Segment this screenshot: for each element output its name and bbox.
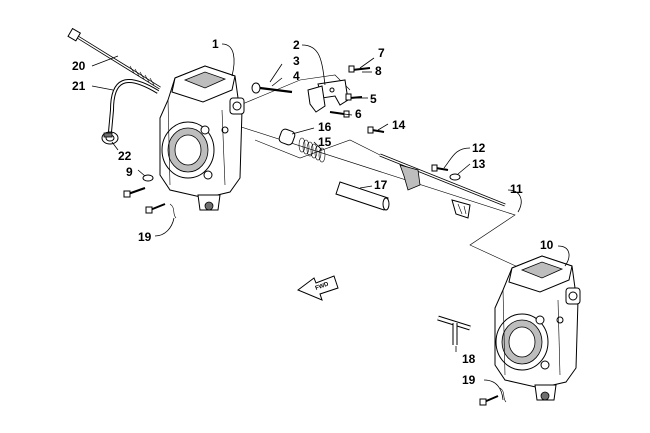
callout-21: 21 [72,79,86,93]
callout-11: 11 [510,182,523,196]
leader-14 [377,123,389,131]
callout-14: 14 [392,118,406,132]
callout-12: 12 [472,141,486,155]
leader-15 [313,141,323,151]
throttle-spring [278,128,326,163]
forward-arrow: FWD [297,275,339,301]
leader-19b [483,379,504,401]
tee-fitting [437,315,471,345]
leader-7 [359,57,375,69]
vent-hose [108,79,160,133]
leader-22 [111,141,119,151]
leader-16 [291,127,315,135]
callout-5: 5 [370,92,377,106]
long-screw [67,27,161,90]
forward-arrow-label: FWD [315,281,331,292]
callout-9: 9 [126,165,133,179]
callout-1: 1 [212,37,219,51]
leader-19a [154,217,175,237]
leader-1 [221,43,235,77]
callout-15: 15 [318,135,332,149]
assembly-outline [234,74,521,269]
leader-12 [443,147,471,169]
callout-18: 18 [462,352,476,366]
callout-19-lower: 19 [462,373,476,387]
carburetor-upper [159,65,245,211]
leader-2 [301,44,326,86]
leader-21 [91,85,114,91]
callout-17: 17 [374,178,388,192]
throttle-shaft [367,126,506,219]
leader-20 [91,55,119,67]
bracket-screws [251,65,371,118]
carb-screws-lower [479,387,507,406]
callout-19-upper: 19 [138,230,152,244]
leader-10 [557,245,570,267]
callout-8: 8 [375,64,382,78]
callout-labels: 1 2 3 4 5 6 7 8 9 10 11 12 13 14 15 16 1… [72,37,554,387]
outline-line-main [234,124,521,269]
carb-screws-upper [123,174,177,219]
throttle-sleeve [335,181,390,211]
callout-10: 10 [540,238,554,252]
callout-2: 2 [293,38,300,52]
callout-20: 20 [72,59,86,73]
callout-3: 3 [293,54,300,68]
callout-6: 6 [355,107,362,121]
leader-9 [137,169,146,177]
callout-16: 16 [318,120,332,134]
callout-4: 4 [293,69,300,83]
leader-4 [271,77,283,87]
carburetor-lower [494,255,581,401]
leader-17 [359,185,373,189]
callout-7: 7 [378,46,385,60]
leader-11 [507,189,522,213]
throttle-bracket [307,79,349,113]
outline-line-mid [254,139,381,159]
callout-22: 22 [118,149,132,163]
leader-13 [457,163,471,175]
leader-lines [91,43,570,401]
leader-6 [343,113,353,116]
leader-3 [269,63,283,83]
hose-clamp [101,131,119,145]
callout-13: 13 [472,157,486,171]
